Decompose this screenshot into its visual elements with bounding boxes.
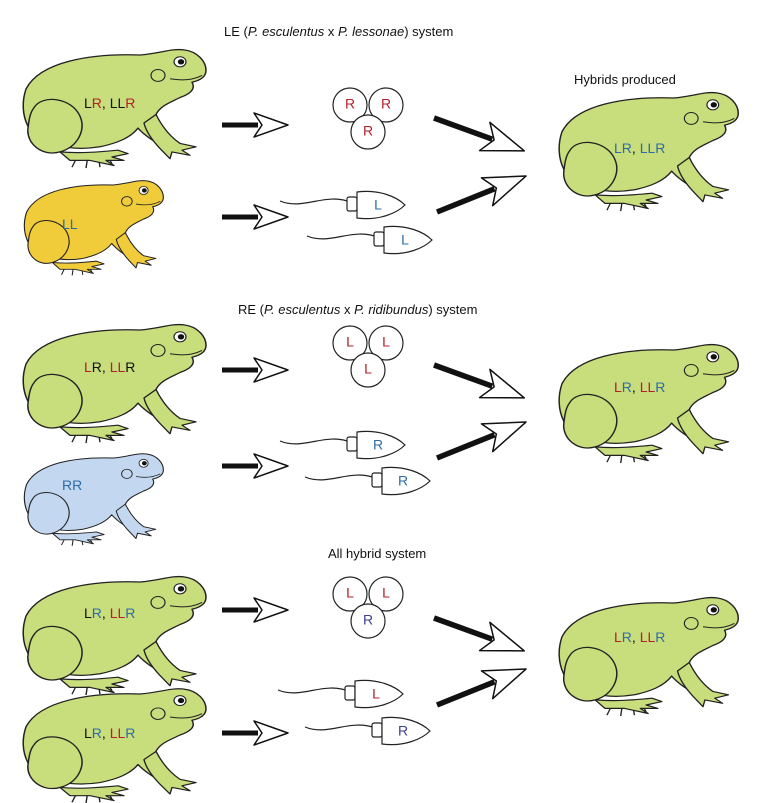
ah-hybrid-genotype: LR, LLR (614, 629, 665, 645)
sperm-label: R (373, 437, 383, 453)
egg-label: L (346, 334, 354, 350)
ah-sperm: L R (277, 679, 431, 746)
egg-label: L (382, 334, 390, 350)
le-parent2-genotype: LL (62, 216, 78, 232)
le-system-title: LE (P. esculentus x P. lessonae) system (224, 24, 453, 39)
egg-label: L (382, 585, 390, 601)
re-parent2-frog: RR (23, 453, 164, 547)
re-arrow-parent1 (222, 358, 288, 382)
ah-arrow-parent1 (222, 598, 288, 622)
all-hybrid-system-title: All hybrid system (328, 546, 426, 561)
egg-label: R (381, 96, 391, 112)
egg-label: R (345, 96, 355, 112)
egg-label: R (363, 612, 373, 628)
le-eggs: R R R (332, 87, 404, 150)
ah-arrow-parent2 (222, 721, 288, 745)
ah-parent1-frog: LR, LLR (22, 575, 207, 696)
re-arrow-eggs-to-hybrid (429, 351, 529, 412)
le-parent1-frog: LR, LLR (22, 48, 207, 169)
le-hybrid-genotype: LR, LLR (614, 140, 665, 156)
le-parent1-genotype: LR, LLR (84, 95, 135, 111)
le-hybrid-frog: LR, LLR (558, 91, 740, 212)
ah-parent1-genotype: LR, LLR (84, 605, 135, 621)
sperm-label: L (374, 197, 382, 213)
ah-eggs: L L R (332, 576, 404, 639)
re-hybrid-frog: LR, LLR (558, 343, 740, 464)
re-sperm: R R (279, 430, 431, 496)
re-parent1-genotype: LR, LLR (84, 359, 135, 375)
le-arrow-eggs-to-hybrid (429, 104, 529, 165)
hybrids-produced-label: Hybrids produced (574, 72, 676, 87)
sperm-label: R (398, 473, 408, 489)
le-arrow-sperm-to-hybrid (431, 162, 531, 226)
ah-arrow-eggs-to-hybrid (429, 604, 529, 665)
egg-label: R (363, 123, 373, 139)
le-arrow-parent1 (222, 113, 288, 137)
re-arrow-parent2 (222, 454, 288, 478)
ah-parent2-frog: LR, LLR (22, 687, 207, 803)
egg-label: L (346, 585, 354, 601)
le-arrow-parent2 (222, 205, 288, 229)
ah-arrow-sperm-to-hybrid (431, 655, 531, 719)
re-parent2-genotype: RR (62, 477, 82, 493)
egg-label: L (364, 361, 372, 377)
ah-parent2-genotype: LR, LLR (84, 725, 135, 741)
re-system-title: RE (P. esculentus x P. ridibundus) syste… (238, 302, 477, 317)
sperm-label: L (401, 232, 409, 248)
le-sperm: L L (279, 190, 433, 255)
re-arrow-sperm-to-hybrid (431, 408, 531, 472)
sperm-label: L (372, 686, 380, 702)
ah-hybrid-frog: LR, LLR (558, 596, 740, 717)
re-eggs: L L L (332, 325, 404, 388)
le-parent2-frog: LL (23, 180, 164, 277)
re-hybrid-genotype: LR, LLR (614, 379, 665, 395)
re-parent1-frog: LR, LLR (22, 323, 207, 444)
sperm-label: R (398, 723, 408, 739)
